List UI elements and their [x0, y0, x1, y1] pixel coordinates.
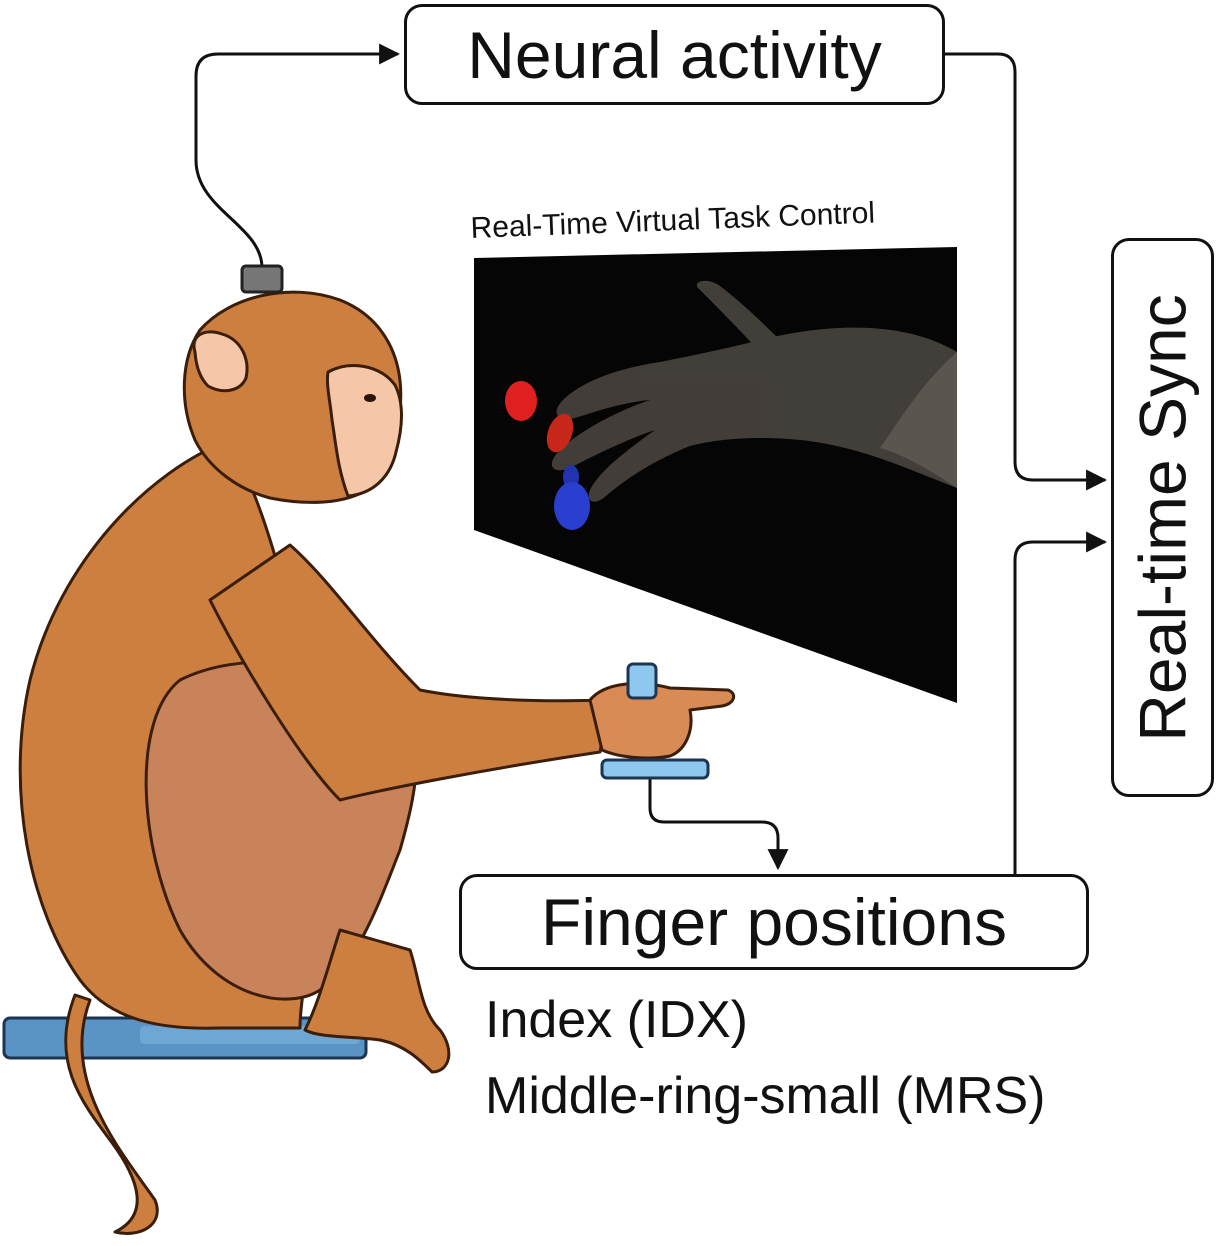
arrow-fingers-to-sync — [1013, 531, 1108, 874]
monkey — [18, 290, 736, 1235]
arrow-manipulandum-to-fingers — [648, 777, 789, 871]
real-time-sync-box: Real-time Sync — [1111, 238, 1214, 797]
finger-positions-box: Finger positions — [459, 874, 1089, 970]
real-time-sync-label: Real-time Sync — [1125, 293, 1200, 742]
finger-group-mrs: Middle-ring-small (MRS) — [485, 1067, 1046, 1125]
target-red — [505, 381, 537, 421]
finger-positions-label: Finger positions — [541, 885, 1007, 959]
finger-manipulandum-icon — [600, 662, 710, 780]
finger-group-index: Index (IDX) — [485, 991, 748, 1049]
neural-activity-box: Neural activity — [404, 4, 945, 105]
virtual-task-screen — [474, 247, 957, 703]
virtual-hand — [551, 280, 957, 502]
target-blue — [554, 482, 590, 530]
head-implant-icon — [240, 264, 284, 294]
neural-activity-label: Neural activity — [467, 17, 882, 92]
arrow-neural-to-sync — [945, 52, 1108, 491]
finger-marker-red — [546, 413, 574, 453]
arrow-implant-to-neural — [194, 43, 401, 269]
